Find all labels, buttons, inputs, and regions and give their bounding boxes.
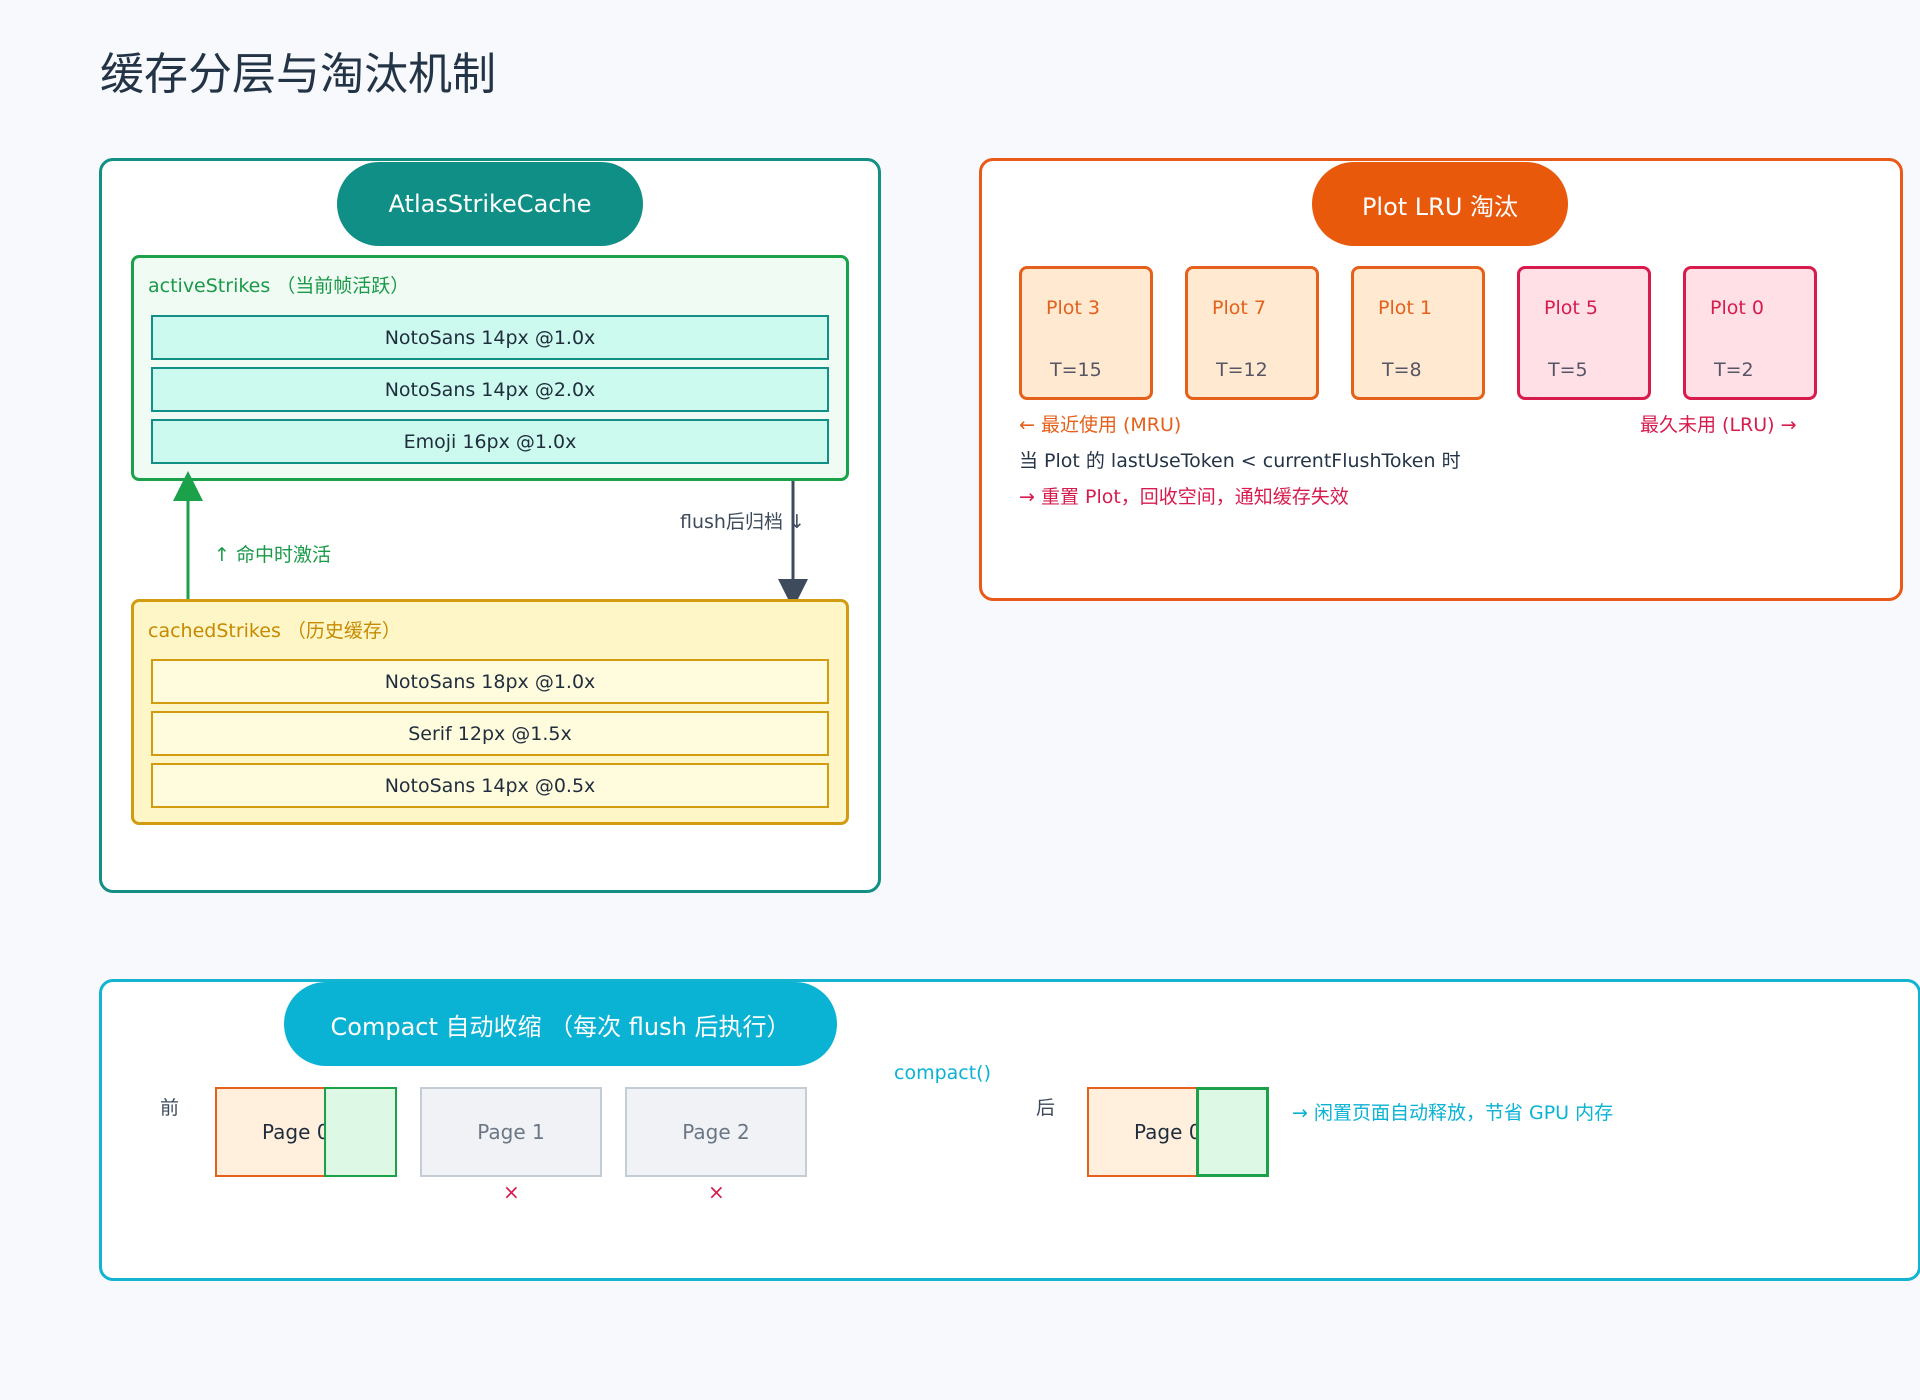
active-strike-row: Emoji 16px @1.0x xyxy=(151,419,829,464)
strike-cache-header: AtlasStrikeCache xyxy=(337,162,643,246)
cached-strike-row: Serif 12px @1.5x xyxy=(151,711,829,756)
cached-strikes-label: cachedStrikes （历史缓存） xyxy=(148,620,401,642)
page-label: Page 0 xyxy=(1134,1120,1202,1144)
compact-result: → 闲置页面自动释放，节省 GPU 内存 xyxy=(1292,1102,1614,1124)
used-region xyxy=(324,1087,397,1177)
plot-name: Plot 3 xyxy=(1046,297,1100,319)
lru-label: 最久未用 (LRU) → xyxy=(1640,414,1797,436)
mru-label: ← 最近使用 (MRU) xyxy=(1019,414,1182,436)
plot-card: Plot 7 T=12 xyxy=(1185,266,1319,400)
after-label: 后 xyxy=(1036,1097,1056,1119)
hit-activate-note: ↑ 命中时激活 xyxy=(214,544,331,566)
plot-token: T=2 xyxy=(1714,359,1754,381)
removed-mark: × xyxy=(503,1180,520,1204)
page-before-1: Page 1 xyxy=(420,1087,602,1177)
cached-strike-row: NotoSans 18px @1.0x xyxy=(151,659,829,704)
used-region xyxy=(1196,1087,1269,1177)
plot-name: Plot 5 xyxy=(1544,297,1598,319)
page-title: 缓存分层与淘汰机制 xyxy=(100,49,496,100)
removed-mark: × xyxy=(708,1180,725,1204)
flush-archive-note: flush后归档 ↓ xyxy=(680,511,805,533)
page-label: Page 1 xyxy=(477,1120,545,1144)
compact-header: Compact 自动收缩 （每次 flush 后执行） xyxy=(284,982,837,1066)
before-label: 前 xyxy=(160,1097,180,1119)
page-label: Page 2 xyxy=(682,1120,750,1144)
plot-token: T=15 xyxy=(1050,359,1102,381)
eviction-action: → 重置 Plot，回收空间，通知缓存失效 xyxy=(1019,486,1349,508)
cached-strike-row: NotoSans 14px @0.5x xyxy=(151,763,829,808)
compact-call-label: compact() xyxy=(894,1062,992,1084)
page-before-2: Page 2 xyxy=(625,1087,807,1177)
plot-token: T=5 xyxy=(1548,359,1588,381)
eviction-condition: 当 Plot 的 lastUseToken < currentFlushToke… xyxy=(1019,450,1461,472)
plot-token: T=12 xyxy=(1216,359,1268,381)
plot-card: Plot 3 T=15 xyxy=(1019,266,1153,400)
plot-name: Plot 7 xyxy=(1212,297,1266,319)
plot-card: Plot 0 T=2 xyxy=(1683,266,1817,400)
page-label: Page 0 xyxy=(262,1120,330,1144)
plot-token: T=8 xyxy=(1382,359,1422,381)
plot-name: Plot 0 xyxy=(1710,297,1764,319)
plot-lru-header: Plot LRU 淘汰 xyxy=(1312,162,1568,246)
active-strike-row: NotoSans 14px @1.0x xyxy=(151,315,829,360)
plot-card: Plot 5 T=5 xyxy=(1517,266,1651,400)
plot-name: Plot 1 xyxy=(1378,297,1432,319)
active-strikes-label: activeStrikes （当前帧活跃） xyxy=(148,275,410,297)
plot-card: Plot 1 T=8 xyxy=(1351,266,1485,400)
active-strike-row: NotoSans 14px @2.0x xyxy=(151,367,829,412)
